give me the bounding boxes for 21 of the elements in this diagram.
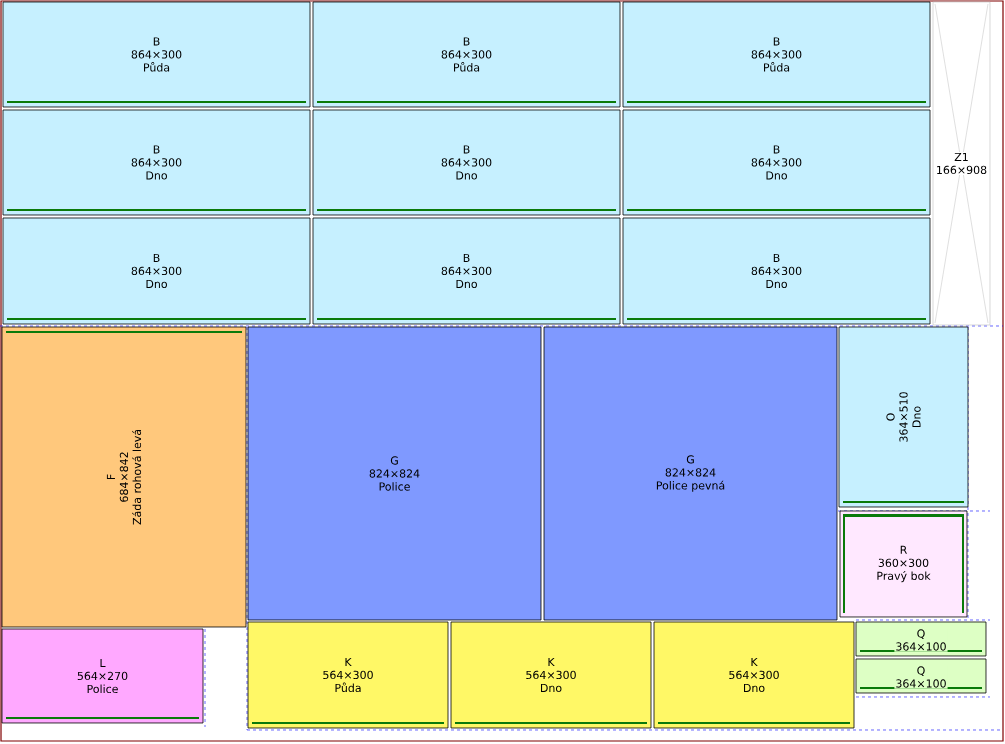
board-piece: B 864×300 Dno (312, 109, 621, 216)
board-piece: B 864×300 Půda (2, 1, 311, 108)
board-piece: L 564×270 Police (1, 628, 204, 724)
offcut-strip: Z1 166×908 (932, 1, 991, 326)
board-piece: F 684×842 Záda rohová levá (1, 326, 247, 628)
board-piece: B 864×300 Půda (312, 1, 621, 108)
board-piece: G 824×824 Police (247, 326, 542, 621)
board-piece: G 824×824 Police pevná (543, 326, 838, 621)
board-piece: K 564×300 Dno (653, 621, 855, 729)
board-piece: Q 364×100 (855, 658, 987, 694)
board-piece: O 364×510 Dno (838, 326, 969, 508)
board-piece: K 564×300 Půda (247, 621, 449, 729)
board-piece: B 864×300 Dno (2, 109, 311, 216)
board-piece: B 864×300 Dno (2, 217, 311, 325)
board-piece: R 360×300 Pravý bok (839, 510, 968, 618)
board-piece: B 864×300 Půda (622, 1, 931, 108)
board-piece: B 864×300 Dno (622, 217, 931, 325)
board-piece: B 864×300 Dno (622, 109, 931, 216)
board-piece: K 564×300 Dno (450, 621, 652, 729)
board-piece: Q 364×100 (855, 621, 987, 657)
board-piece: B 864×300 Dno (312, 217, 621, 325)
